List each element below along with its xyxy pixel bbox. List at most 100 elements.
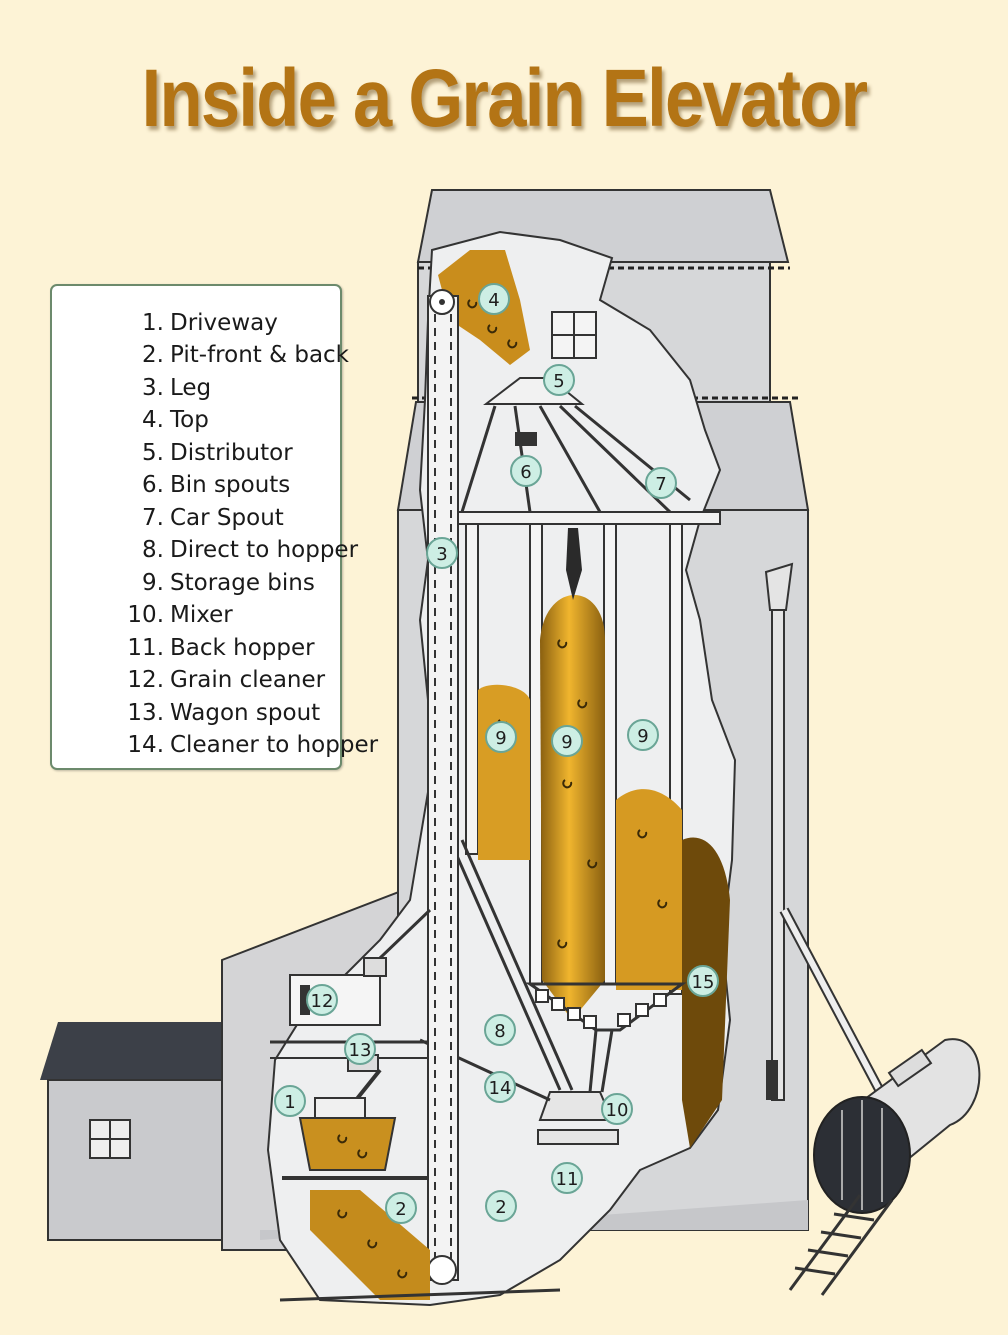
svg-text:11: 11 (556, 1169, 579, 1190)
legend-item: 12.Grain cleaner (52, 667, 325, 699)
center-bin-grain (540, 595, 605, 1020)
legend-label: Leg (170, 375, 212, 401)
svg-text:15: 15 (692, 972, 715, 993)
legend-item: 6.Bin spouts (52, 472, 290, 504)
rail-car (813, 1038, 981, 1214)
hopper-braces (535, 989, 667, 1029)
top-window-icon (551, 311, 597, 359)
legend-number: 12. (127, 667, 164, 693)
legend-item: 13.Wagon spout (52, 700, 320, 732)
legend-number: 13. (127, 700, 164, 726)
legend-label: Cleaner to hopper (170, 732, 379, 758)
legend-item: 14.Cleaner to hopper (52, 732, 378, 764)
rail-tracks (788, 1194, 894, 1296)
svg-text:1: 1 (284, 1092, 295, 1113)
callout-8: 8 (484, 1014, 516, 1046)
legend-label: Bin spouts (170, 472, 291, 498)
legend-box: 1.Driveway 2.Pit-front & back 3.Leg 4.To… (50, 284, 378, 770)
callout-10: 10 (601, 1093, 633, 1125)
callout-1: 1 (274, 1085, 306, 1117)
legend-number: 14. (127, 732, 164, 758)
svg-text:13: 13 (349, 1040, 372, 1061)
legend-label: Back hopper (170, 635, 315, 661)
legend-number: 4. (142, 407, 164, 433)
shed (40, 1022, 229, 1241)
callout-14: 14 (484, 1071, 516, 1103)
legend-label: Storage bins (170, 570, 315, 596)
svg-text:7: 7 (655, 474, 666, 495)
legend-item: 5.Distributor (52, 440, 293, 472)
svg-text:14: 14 (489, 1078, 512, 1099)
legend-item: 9.Storage bins (52, 570, 315, 602)
right-bin-grain (616, 789, 682, 990)
legend-item: 3.Leg (52, 375, 211, 407)
callout-2-back: 2 (485, 1190, 517, 1222)
callout-11: 11 (551, 1162, 583, 1194)
legend-item: 11.Back hopper (52, 635, 315, 667)
spout-cup (515, 432, 537, 446)
svg-text:8: 8 (494, 1021, 505, 1042)
legend-label: Grain cleaner (170, 667, 326, 693)
callout-13: 13 (344, 1033, 376, 1065)
legend-number: 1. (142, 310, 164, 336)
legend-item: 2.Pit-front & back (52, 342, 349, 374)
grain-cleaner (270, 908, 432, 1059)
svg-text:12: 12 (311, 991, 334, 1012)
page-title: Inside a Grain Elevator (141, 53, 868, 144)
legend-item: 1.Driveway (52, 310, 278, 342)
legend-label: Mixer (170, 602, 233, 628)
svg-text:5: 5 (553, 371, 564, 392)
bin-floor-beam (439, 511, 721, 525)
leg (427, 289, 459, 1285)
callout-3: 3 (426, 537, 458, 569)
legend-number: 10. (127, 602, 164, 628)
legend-label: Distributor (170, 440, 293, 466)
callout-15: 15 (687, 965, 719, 997)
legend-number: 11. (127, 635, 164, 661)
svg-text:6: 6 (520, 462, 531, 483)
svg-text:3: 3 (436, 544, 447, 565)
svg-text:10: 10 (606, 1100, 629, 1121)
callout-4: 4 (478, 283, 510, 315)
legend-number: 7. (142, 505, 164, 531)
callout-9-center: 9 (551, 725, 583, 757)
legend-number: 3. (142, 375, 164, 401)
legend-item: 7.Car Spout (52, 505, 284, 537)
callout-6: 6 (510, 455, 542, 487)
callout-9-left: 9 (485, 721, 517, 753)
svg-text:2: 2 (395, 1199, 406, 1220)
svg-text:9: 9 (561, 732, 572, 753)
callout-5: 5 (543, 364, 575, 396)
legend-label: Direct to hopper (170, 537, 359, 563)
legend-number: 6. (142, 472, 164, 498)
callout-12: 12 (306, 984, 338, 1016)
svg-text:2: 2 (495, 1197, 506, 1218)
svg-text:4: 4 (488, 290, 499, 311)
callout-2-front: 2 (385, 1192, 417, 1224)
legend-item: 8.Direct to hopper (52, 537, 358, 569)
left-bin-grain (478, 684, 530, 860)
svg-text:9: 9 (637, 726, 648, 747)
storage-bin-walls (465, 523, 683, 995)
legend-number: 2. (142, 342, 164, 368)
car-spout-pole (764, 562, 887, 1101)
legend-label: Driveway (170, 310, 278, 336)
pit-floor (279, 1288, 561, 1302)
grain-stream (566, 528, 582, 600)
mixer (538, 1091, 614, 1121)
driveway-dump (282, 1097, 428, 1180)
svg-text:9: 9 (495, 728, 506, 749)
legend-label: Top (170, 407, 209, 433)
legend-number: 5. (142, 440, 164, 466)
callout-7: 7 (645, 467, 677, 499)
legend-number: 9. (142, 570, 164, 596)
legend-number: 8. (142, 537, 164, 563)
callout-9-right: 9 (627, 719, 659, 751)
back-hopper (537, 1129, 619, 1145)
legend-label: Wagon spout (170, 700, 321, 726)
legend-label: Pit-front & back (170, 342, 350, 368)
legend-item: 10.Mixer (52, 602, 233, 634)
legend-item: 4.Top (52, 407, 209, 439)
legend-label: Car Spout (170, 505, 284, 531)
